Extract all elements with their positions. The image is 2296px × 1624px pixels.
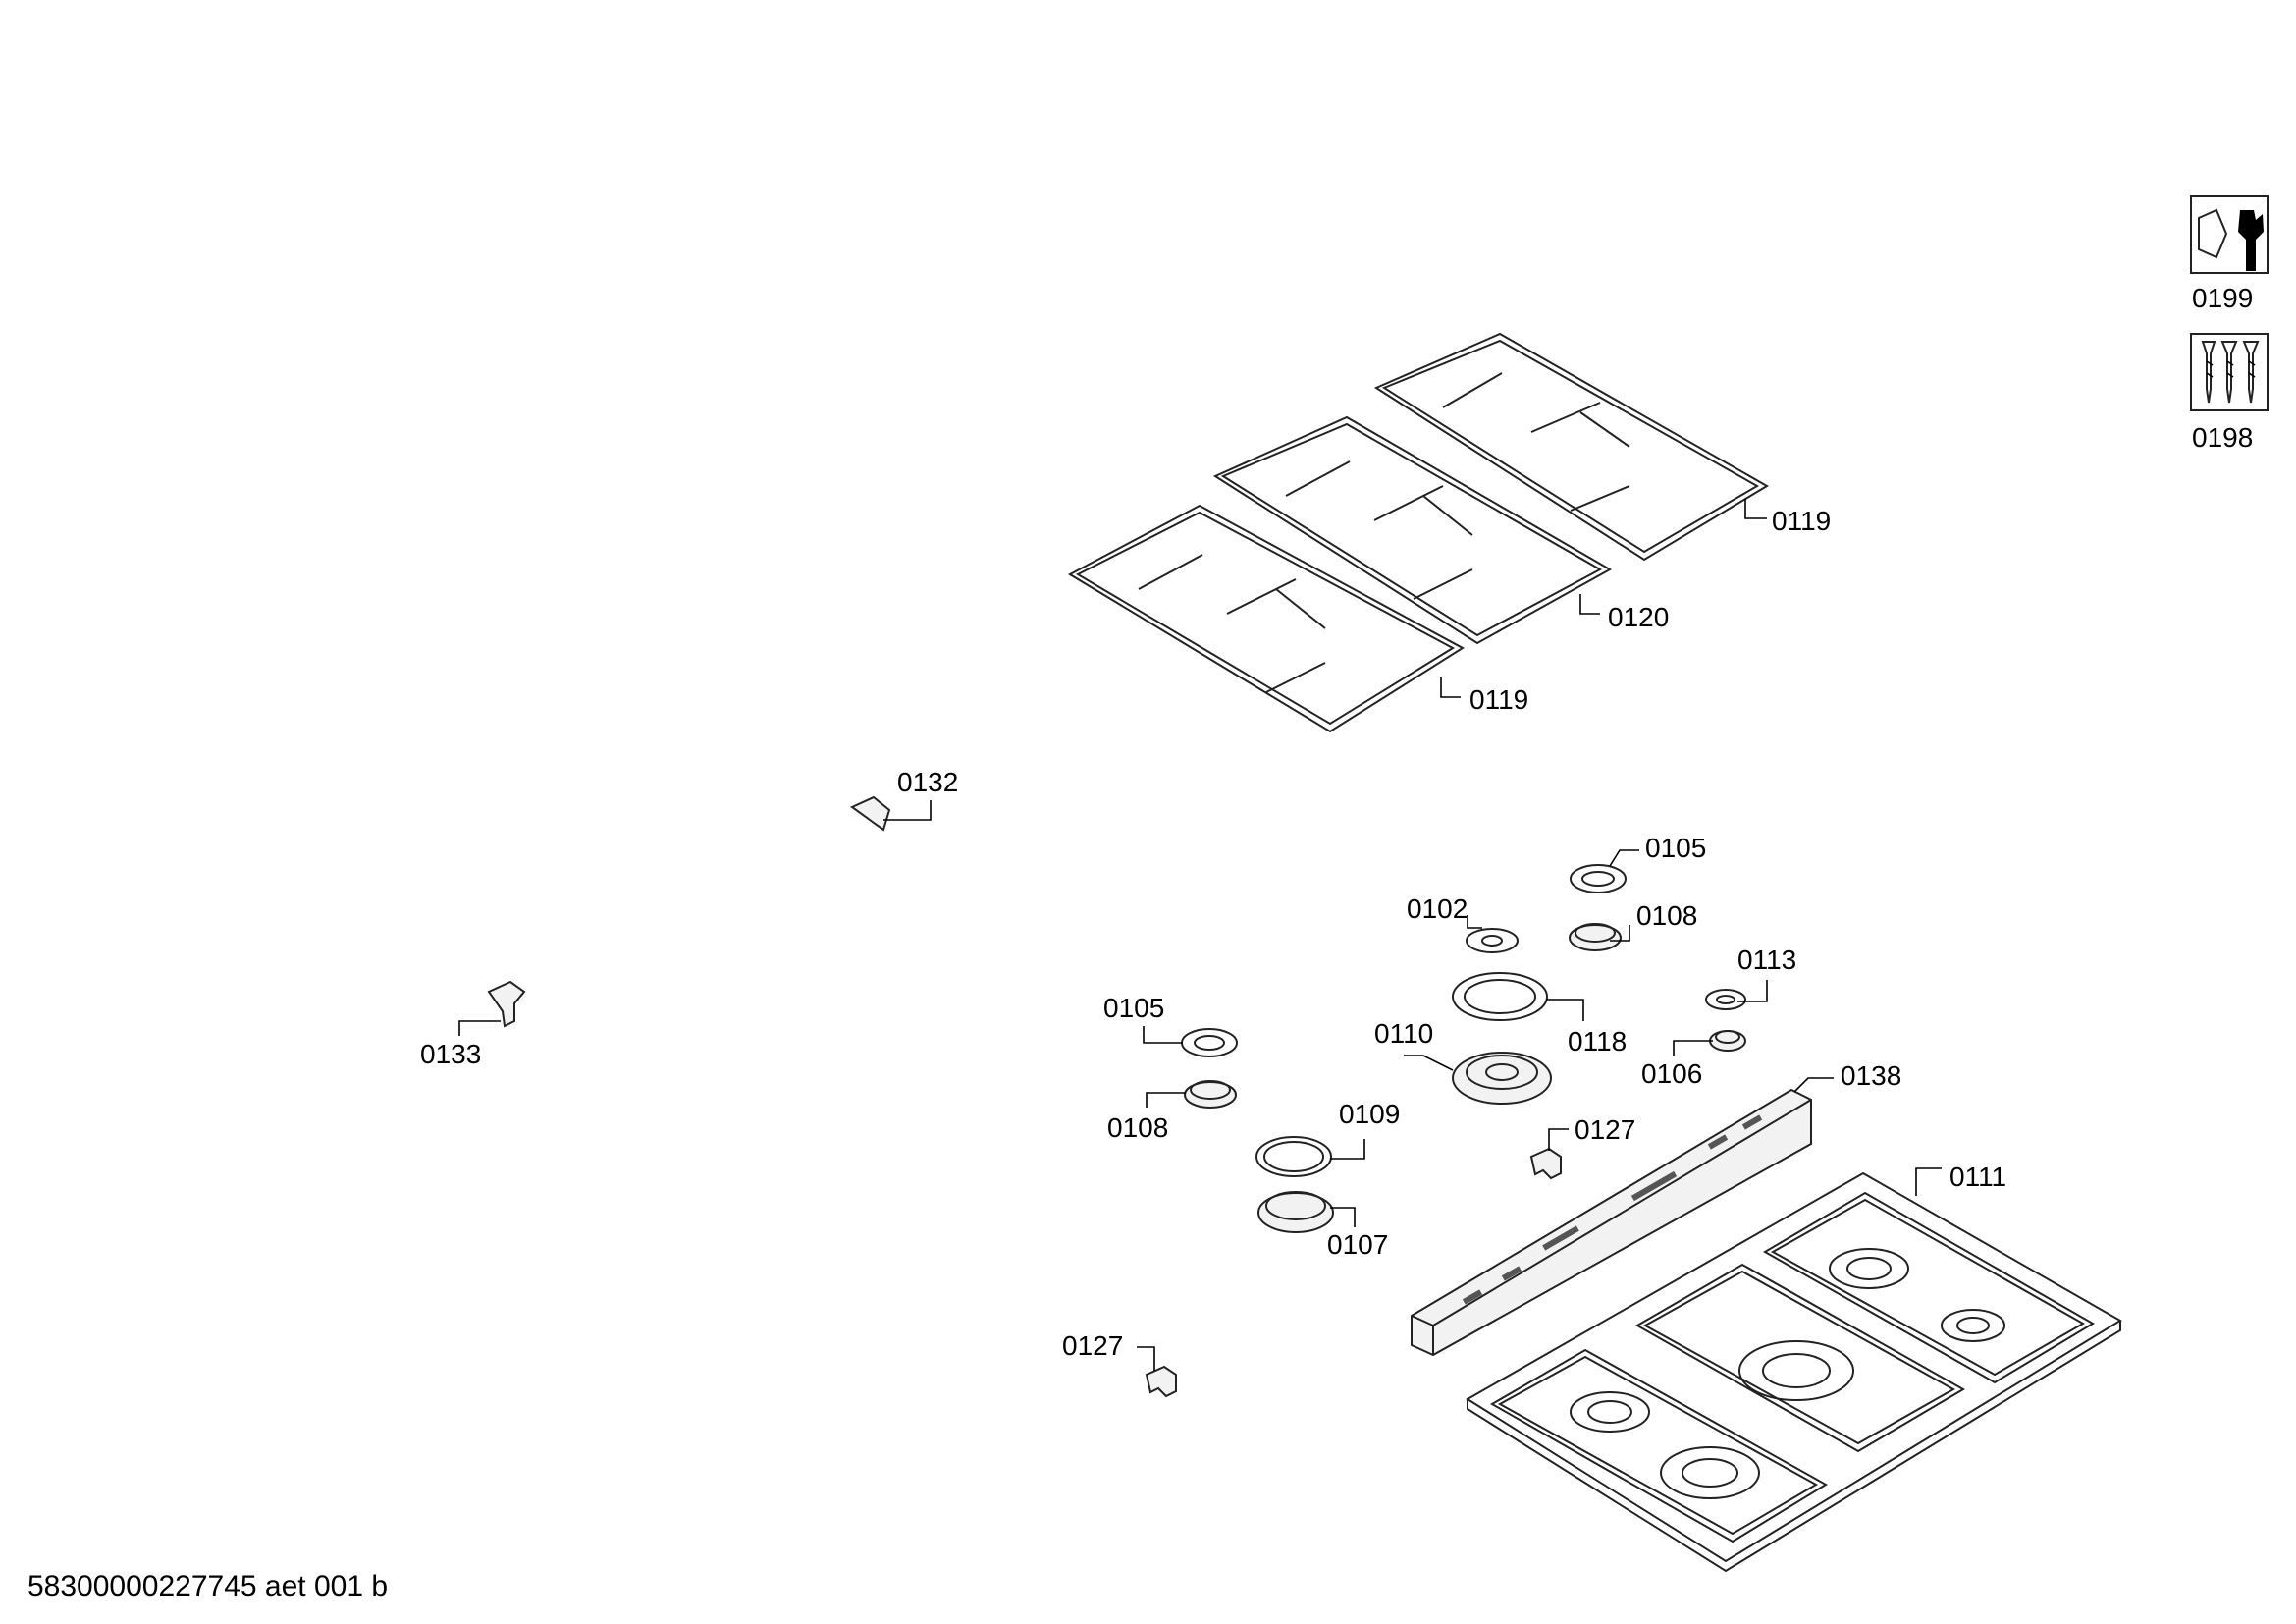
screws-icon [2190, 333, 2269, 411]
burner-head-0106 [1709, 1030, 1746, 1052]
burner-0110 [1452, 1052, 1552, 1105]
label-0119-bottom: 0119 [1469, 684, 1528, 715]
bracket-0132 [850, 795, 891, 832]
burner-head-0108-top [1569, 923, 1622, 951]
label-0132: 0132 [897, 767, 958, 797]
label-0111: 0111 [1949, 1162, 2006, 1192]
ring-0118 [1452, 972, 1548, 1021]
label-0113: 0113 [1737, 945, 1796, 975]
label-0199: 0199 [2192, 283, 2253, 313]
label-0138: 0138 [1841, 1060, 1901, 1091]
label-0110: 0110 [1374, 1018, 1433, 1049]
drawing-number: 58300000227745 aet 001 b [27, 1570, 388, 1602]
label-0107: 0107 [1327, 1229, 1388, 1260]
label-0109: 0109 [1339, 1099, 1400, 1129]
label-0102: 0102 [1407, 893, 1468, 924]
clip-0127-bottom [1145, 1365, 1177, 1398]
pan-support-left [1067, 504, 1465, 733]
clip-0127-mid [1529, 1147, 1562, 1180]
label-0127-mid: 0127 [1575, 1114, 1635, 1145]
label-0108-left: 0108 [1107, 1112, 1168, 1143]
label-0133: 0133 [420, 1039, 481, 1069]
label-0106: 0106 [1641, 1058, 1702, 1089]
ring-0109 [1255, 1136, 1332, 1177]
control-panel-strip-0138 [1411, 1088, 1812, 1357]
label-0127-bottom: 0127 [1062, 1330, 1123, 1361]
label-0198: 0198 [2192, 422, 2253, 453]
label-0120: 0120 [1608, 602, 1669, 632]
burner-0107 [1257, 1191, 1334, 1233]
label-0118: 0118 [1568, 1026, 1627, 1056]
bracket-0133 [487, 980, 526, 1028]
pan-support-middle [1212, 415, 1613, 645]
nut-and-wrench-icon [2190, 195, 2269, 274]
burner-cap-0105-left [1181, 1028, 1238, 1057]
burner-cap-0113 [1705, 989, 1746, 1010]
hob-top-0111 [1466, 1171, 2122, 1573]
burner-cap-0102 [1466, 928, 1519, 953]
label-0108-top: 0108 [1636, 900, 1697, 931]
pan-support-right [1373, 332, 1769, 562]
burner-cap-0105-top [1570, 864, 1627, 893]
label-0105-top: 0105 [1645, 833, 1706, 863]
burner-head-0108-left [1184, 1080, 1237, 1109]
label-0119-top: 0119 [1772, 506, 1831, 536]
label-0105-left: 0105 [1103, 993, 1164, 1023]
